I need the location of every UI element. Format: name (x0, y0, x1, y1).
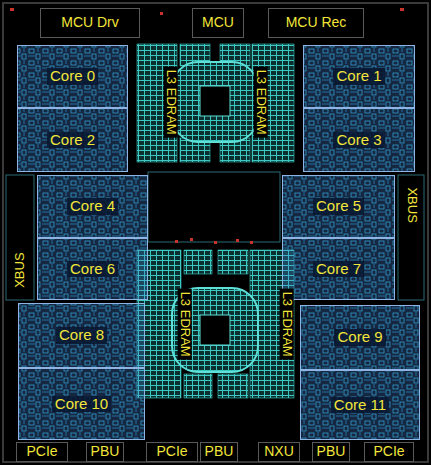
block-label: Core 5 (313, 198, 364, 215)
block-label: Core 7 (313, 261, 364, 278)
core-circuitry (17, 45, 420, 440)
core-block: Core 3 (303, 108, 415, 172)
edram-block: L3 EDRAM (150, 46, 192, 158)
core-block: Core 7 (282, 238, 395, 300)
block-label: Core 10 (52, 396, 111, 413)
unit-box: NXU (258, 442, 300, 462)
block-label: Core 0 (47, 68, 98, 85)
block-label: PCIe (26, 444, 57, 459)
block-label: PBU (317, 444, 346, 459)
block-label: MCU Rec (286, 15, 347, 30)
block-label: MCU Drv (61, 15, 119, 30)
block-label: L3 EDRAM (254, 66, 268, 137)
block-label: Core 4 (67, 198, 118, 215)
core-block: Core 2 (17, 108, 128, 172)
block-label: L3 EDRAM (280, 288, 294, 359)
block-label: Core 8 (56, 327, 107, 344)
core-block: Core 4 (37, 175, 148, 238)
unit-box: PCIe (146, 442, 198, 462)
core-block: Core 10 (18, 368, 145, 440)
block-label: PBU (91, 444, 120, 459)
bus-label-text: XBUS (13, 250, 27, 289)
unit-box: PCIe (364, 442, 414, 462)
block-label: PBU (205, 444, 234, 459)
block-label: MCU (202, 15, 234, 30)
block-label: Core 3 (333, 132, 384, 149)
core-block: Core 11 (300, 370, 420, 440)
block-label: PCIe (373, 444, 404, 459)
core-block: Core 8 (18, 303, 145, 368)
core-block: Core 6 (37, 238, 148, 300)
unit-box: MCU Drv (40, 8, 140, 38)
edram-block: L3 EDRAM (164, 252, 206, 396)
block-label: NXU (264, 444, 294, 459)
block-label: Core 2 (47, 132, 98, 149)
core-block: Core 1 (303, 45, 415, 108)
unit-box: PCIe (16, 442, 68, 462)
unit-box: MCU (192, 8, 244, 38)
unit-box: PBU (312, 442, 350, 462)
block-label: L3 EDRAM (178, 288, 192, 359)
edram-array (137, 44, 294, 398)
bus-label-text: XBUS (405, 185, 419, 224)
bus-label: XBUS (400, 175, 424, 235)
unit-box: MCU Rec (268, 8, 364, 38)
core-block: Core 9 (300, 305, 420, 370)
core-block: Core 0 (17, 45, 128, 108)
edram-ring (172, 62, 258, 372)
block-label: L3 EDRAM (164, 66, 178, 137)
block-label: Core 11 (331, 397, 389, 414)
bus-label: XBUS (8, 240, 32, 300)
block-label: Core 1 (333, 68, 384, 85)
io-strip (6, 172, 424, 300)
edram-block: L3 EDRAM (240, 46, 282, 158)
block-label: PCIe (156, 444, 187, 459)
block-label: Core 6 (67, 261, 118, 278)
core-block: Core 5 (282, 175, 395, 238)
unit-box: PBU (86, 442, 124, 462)
die-frame (3, 3, 428, 462)
unit-box: PBU (200, 442, 238, 462)
block-label: Core 9 (334, 329, 385, 346)
